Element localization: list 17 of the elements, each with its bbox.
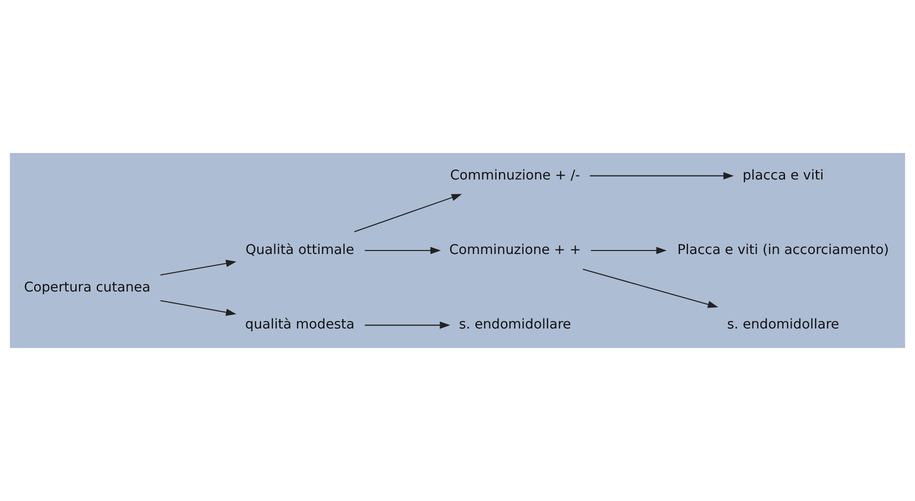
node-text: Qualità ottimale: [246, 242, 354, 258]
node-text: s. endomidollare: [727, 316, 840, 333]
node-text: Copertura cutanea: [24, 279, 150, 296]
arrow: [160, 260, 236, 276]
node-text: s. endomidollare: [459, 316, 572, 333]
arrow: [590, 172, 734, 180]
node-text: qualità modesta: [245, 316, 355, 333]
node-text: Comminuzione + +: [449, 242, 581, 258]
arrow: [590, 246, 667, 254]
node-text: Comminuzione + /-: [450, 167, 580, 184]
node-text: Placca e viti (in accorciamento): [677, 242, 889, 258]
arrow: [364, 322, 450, 329]
node-text: placca e viti: [742, 167, 824, 184]
arrow: [354, 194, 462, 232]
arrow: [582, 268, 718, 308]
arrow: [364, 246, 441, 254]
arrow: [160, 300, 236, 316]
